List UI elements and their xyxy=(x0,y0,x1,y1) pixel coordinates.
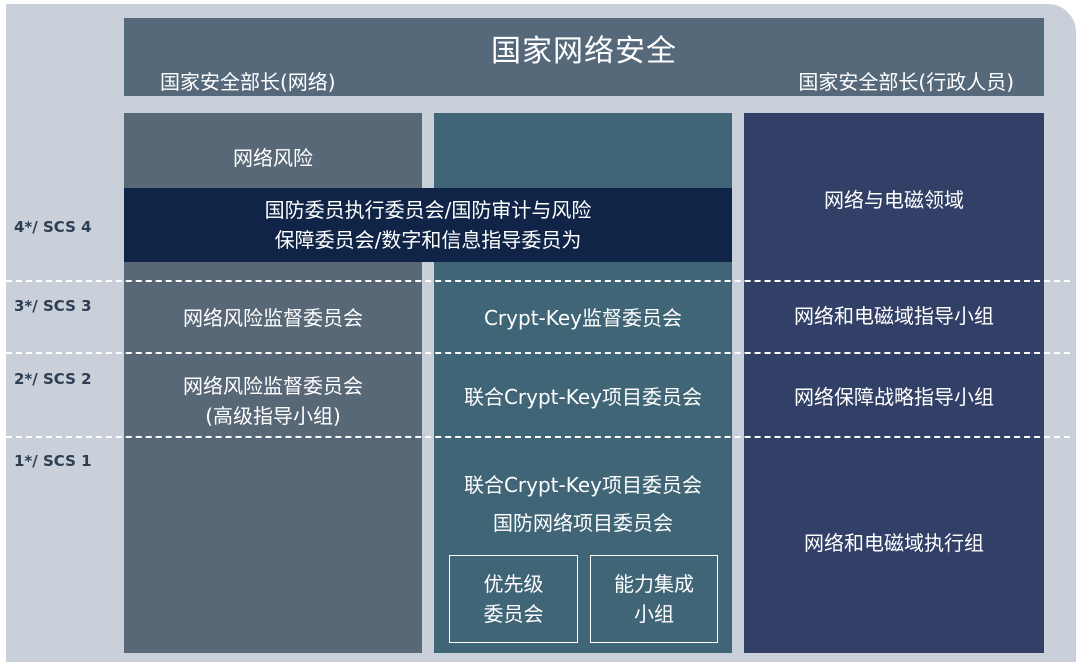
capability-box-line2: 小组 xyxy=(634,602,674,626)
executive-committee-band: 国防委员执行委员会/国防审计与风险 保障委员会/数字和信息指导委员为 xyxy=(124,188,732,262)
right-level1-label: 网络和电磁域执行组 xyxy=(804,531,984,555)
left-level2-line1: 网络风险监督委员会 xyxy=(183,374,363,398)
header-title: 国家网络安全 xyxy=(491,34,677,69)
right-column xyxy=(744,113,1044,653)
level-1-label: 1*/ SCS 1 xyxy=(14,452,92,470)
right-level2-label: 网络保障战略指导小组 xyxy=(794,385,994,409)
priority-box-line1: 优先级 xyxy=(483,572,544,596)
middle-level2-label: 联合Crypt-Key项目委员会 xyxy=(463,385,703,409)
level-divider xyxy=(6,280,1070,282)
band-line1: 国防委员执行委员会/国防审计与风险 xyxy=(264,198,592,222)
level-divider xyxy=(6,352,1070,354)
left-top-label: 网络风险 xyxy=(233,146,313,170)
middle-level1-line1: 联合Crypt-Key项目委员会 xyxy=(463,473,703,497)
middle-level3-label: Crypt-Key监督委员会 xyxy=(483,306,683,330)
level-divider xyxy=(6,436,1070,438)
left-level2-label: 网络风险监督委员会 (高级指导小组) xyxy=(124,366,422,436)
level-3-label: 3*/ SCS 3 xyxy=(14,297,92,315)
priority-committee-box: 优先级 委员会 xyxy=(449,555,578,643)
left-level3-label: 网络风险监督委员会 xyxy=(183,306,363,330)
right-level4-label: 网络与电磁领域 xyxy=(824,188,964,212)
level-4-label: 4*/ SCS 4 xyxy=(14,218,92,236)
header-right-label: 国家安全部长(行政人员) xyxy=(798,70,1014,94)
band-line2: 保障委员会/数字和信息指导委员为 xyxy=(274,228,582,252)
right-level3-label: 网络和电磁域指导小组 xyxy=(794,304,994,328)
header-left-label: 国家安全部长(网络) xyxy=(160,70,336,94)
middle-level1-line2: 国防网络项目委员会 xyxy=(493,511,673,535)
capability-box-line1: 能力集成 xyxy=(614,572,694,596)
level-2-label: 2*/ SCS 2 xyxy=(14,370,92,388)
left-level2-line2: (高级指导小组) xyxy=(205,404,341,428)
priority-box-line2: 委员会 xyxy=(483,602,544,626)
header-banner: 国家网络安全 国家安全部长(网络) 国家安全部长(行政人员) xyxy=(124,18,1044,96)
capability-integration-box: 能力集成 小组 xyxy=(590,555,718,643)
